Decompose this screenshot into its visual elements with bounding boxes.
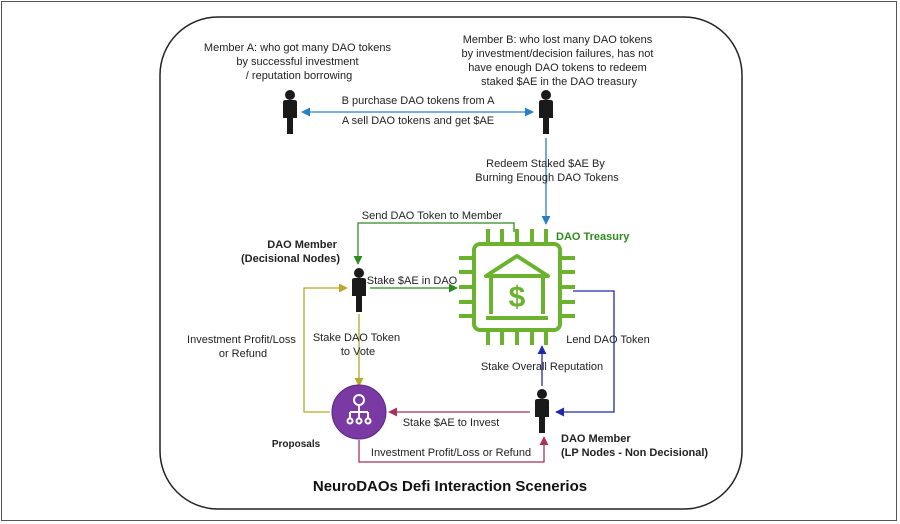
container-boundary — [159, 16, 743, 510]
proposal-network-icon — [331, 384, 387, 440]
lend-token-arrow — [555, 290, 615, 417]
profit-bottom-arrow — [358, 436, 549, 463]
profit-left-arrow — [303, 283, 348, 413]
member-b-label: Member B: who lost many DAO tokens by in… — [461, 34, 656, 88]
member-a-label: Member A: who got many DAO tokens by suc… — [204, 42, 394, 82]
profit-bottom-label: Investment Profit/Loss or Refund — [371, 447, 531, 459]
stake-ae-label: Stake $AE in DAO — [367, 275, 458, 287]
stake-vote-label: Stake DAO Token to Vote — [313, 332, 403, 358]
dao-member-lp-label: DAO Member (LP Nodes - Non Decisional) — [561, 433, 708, 459]
lend-token-label: Lend DAO Token — [566, 334, 650, 346]
dao-member-decisional-label: DAO Member (Decisional Nodes) — [241, 239, 340, 265]
lp-member-person-icon — [535, 389, 549, 433]
member-a-person-icon — [283, 90, 297, 134]
b-purchase-label: B purchase DAO tokens from A — [342, 95, 496, 107]
decisional-member-person-icon — [352, 268, 366, 312]
stake-invest-label: Stake $AE to Invest — [403, 417, 500, 429]
a-sell-label: A sell DAO tokens and get $AE — [342, 115, 494, 127]
diagram-title: NeuroDAOs Defi Interaction Scenerios — [313, 478, 587, 495]
send-token-arrow — [353, 222, 515, 265]
profit-left-label: Investment Profit/Loss or Refund — [187, 334, 299, 360]
stake-reputation-label: Stake Overall Reputation — [481, 361, 603, 373]
redeem-label: Redeem Staked $AE By Burning Enough DAO … — [475, 158, 619, 184]
send-token-label: Send DAO Token to Member — [362, 210, 503, 222]
proposals-label: Proposals — [272, 439, 321, 450]
bank-chip-icon: $ — [459, 229, 575, 345]
member-b-person-icon — [539, 90, 553, 134]
svg-text:$: $ — [509, 281, 526, 314]
treasury-label: DAO Treasury — [556, 231, 630, 243]
